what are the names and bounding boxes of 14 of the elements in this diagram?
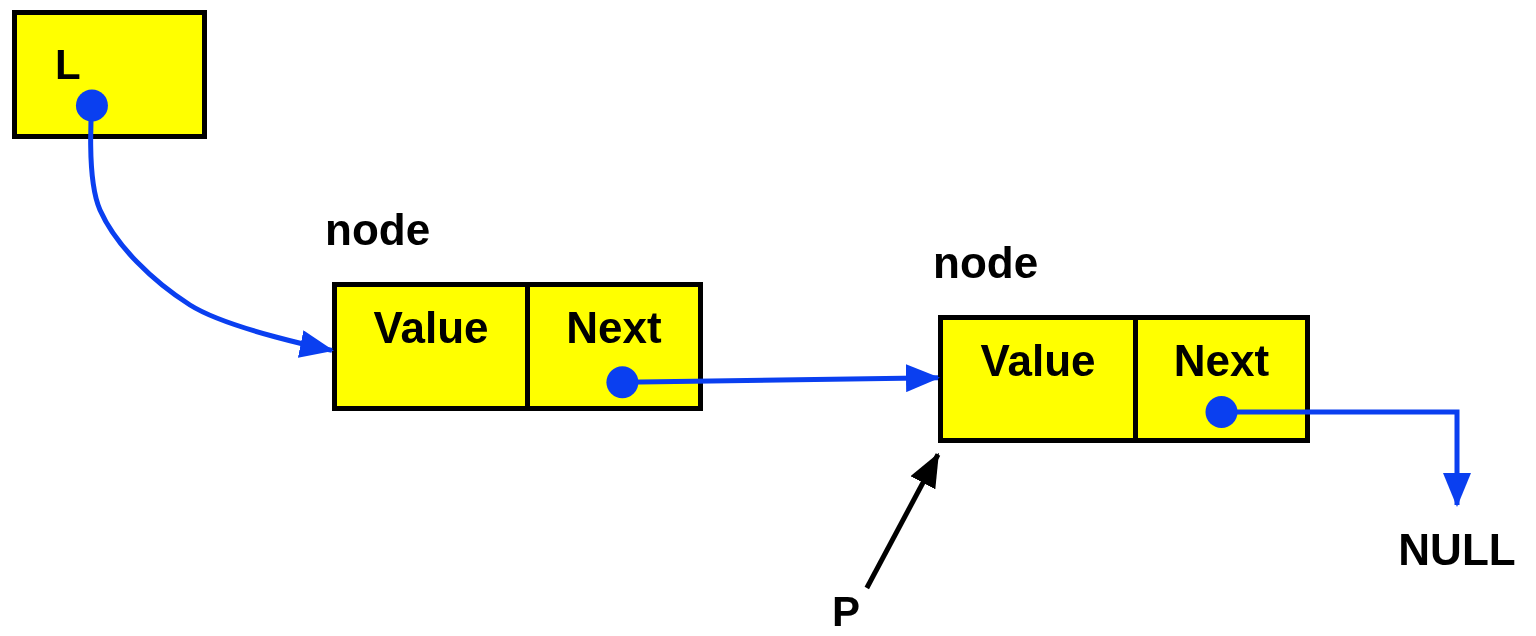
pointer-label: NULL (1397, 525, 1517, 575)
field-name: Next (1172, 336, 1271, 386)
pointer-label: P (831, 588, 861, 636)
link-arrow (606, 364, 940, 399)
field-name: Next (565, 303, 663, 353)
variable-box (12, 10, 207, 139)
field-name: Value (979, 336, 1097, 386)
node-heading: node (325, 205, 431, 255)
node-heading: node (933, 238, 1039, 288)
pointer-arrow (864, 452, 941, 590)
link-arrow (75, 89, 334, 358)
link-arrow (1205, 396, 1471, 507)
variable-name: L (55, 41, 81, 89)
field-name: Value (372, 303, 490, 353)
